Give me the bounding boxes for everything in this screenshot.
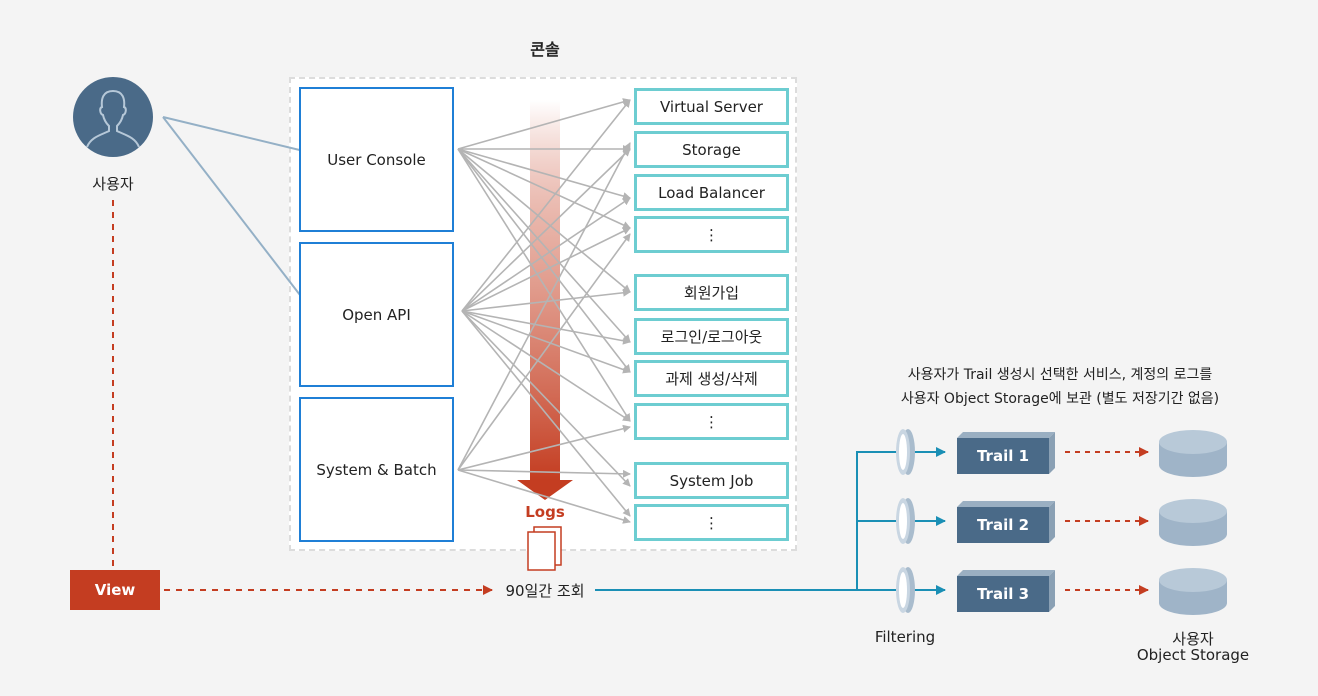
connector-line (457, 148, 631, 373)
connector-line (461, 310, 631, 422)
connector-line (457, 469, 631, 478)
logs-label: Logs (525, 503, 565, 521)
target-box[interactable]: Storage (634, 131, 789, 168)
target-label: System Job (669, 471, 754, 490)
filter-rings (896, 429, 915, 613)
storage-cylinders (1159, 430, 1227, 615)
target-box[interactable]: System Job (634, 462, 789, 499)
connector-line (461, 310, 631, 374)
user-to-api-arrow (162, 116, 311, 309)
view-button[interactable]: View (70, 570, 160, 610)
target-box[interactable]: Virtual Server (634, 88, 789, 125)
trail-3[interactable]: Trail 3 (957, 576, 1049, 612)
target-label: ⋮ (704, 225, 719, 244)
storage-label-line1: 사용자 (1172, 630, 1214, 648)
documents-icon (525, 525, 565, 571)
user-label: 사용자 (92, 175, 134, 193)
trail-3d-face (957, 432, 1055, 474)
logs-flow-bar (530, 100, 560, 480)
trail-note-line1: 사용자가 Trail 생성시 선택한 서비스, 계정의 로그를 (907, 367, 1213, 383)
trail-1[interactable]: Trail 1 (957, 438, 1049, 474)
trail-2[interactable]: Trail 2 (957, 507, 1049, 543)
source-system-batch[interactable]: System & Batch (299, 397, 454, 542)
filter-ring-icon (896, 498, 915, 544)
connector-line (457, 98, 631, 150)
trail-label: Trail 1 (976, 447, 1030, 465)
connector-lines (457, 98, 631, 524)
target-box[interactable]: 로그인/로그아웃 (634, 318, 789, 355)
connector-line (457, 148, 631, 343)
connector-line (457, 148, 631, 229)
connector-line (457, 142, 631, 471)
connector-line (457, 148, 631, 422)
source-label: System & Batch (316, 460, 437, 479)
trail-label: Trail 3 (976, 585, 1030, 603)
connector-line (461, 148, 631, 312)
target-label: 과제 생성/삭제 (665, 370, 758, 388)
console-title: 콘솔 (530, 40, 560, 59)
target-box[interactable]: ⋮ (634, 403, 789, 440)
storage-cylinder-icon (1159, 568, 1227, 615)
connector-line (457, 233, 631, 471)
storage-cylinder-icon (1159, 499, 1227, 546)
target-box[interactable]: ⋮ (634, 216, 789, 253)
target-label: 로그인/로그아웃 (660, 328, 763, 346)
storage-label-line2: Object Storage (1136, 646, 1250, 664)
filtering-label: Filtering (874, 628, 936, 646)
target-label: ⋮ (704, 412, 719, 431)
target-label: ⋮ (704, 513, 719, 532)
target-label: 회원가입 (683, 284, 740, 302)
lookup-label: 90일간 조회 (505, 582, 585, 600)
trail-3d-face (957, 570, 1055, 612)
source-open-api[interactable]: Open API (299, 242, 454, 387)
source-label: Open API (342, 305, 411, 324)
user-to-console-arrow (162, 116, 313, 156)
filter-ring-icon (896, 429, 915, 475)
storage-cylinder-icon (1159, 430, 1227, 477)
target-box[interactable]: 과제 생성/삭제 (634, 360, 789, 397)
connector-line (457, 469, 631, 524)
target-box[interactable]: ⋮ (634, 504, 789, 541)
logs-flow-arrowhead (517, 480, 573, 500)
trail-boxes-3d (957, 432, 1055, 612)
connector-line (457, 424, 631, 471)
connector-line (461, 310, 631, 517)
target-label: Load Balancer (658, 183, 765, 202)
target-box[interactable]: Load Balancer (634, 174, 789, 211)
source-user-console[interactable]: User Console (299, 87, 454, 232)
user-avatar-icon (73, 77, 153, 157)
trail-label: Trail 2 (976, 516, 1030, 534)
target-label: Virtual Server (660, 97, 763, 116)
connector-line (461, 310, 631, 487)
trail-to-storage-arrows (1065, 447, 1149, 595)
connector-line (457, 148, 631, 293)
trail-note-line2: 사용자 Object Storage에 보관 (별도 저장기간 없음) (900, 391, 1220, 407)
trail-3d-face (957, 501, 1055, 543)
connector-line (461, 227, 631, 312)
target-box[interactable]: 회원가입 (634, 274, 789, 311)
connector-line (457, 148, 631, 200)
connector-line (461, 197, 631, 312)
connector-line (461, 99, 631, 312)
filter-ring-icon (896, 567, 915, 613)
target-label: Storage (682, 140, 741, 159)
connector-line (461, 310, 631, 345)
source-label: User Console (327, 150, 426, 169)
